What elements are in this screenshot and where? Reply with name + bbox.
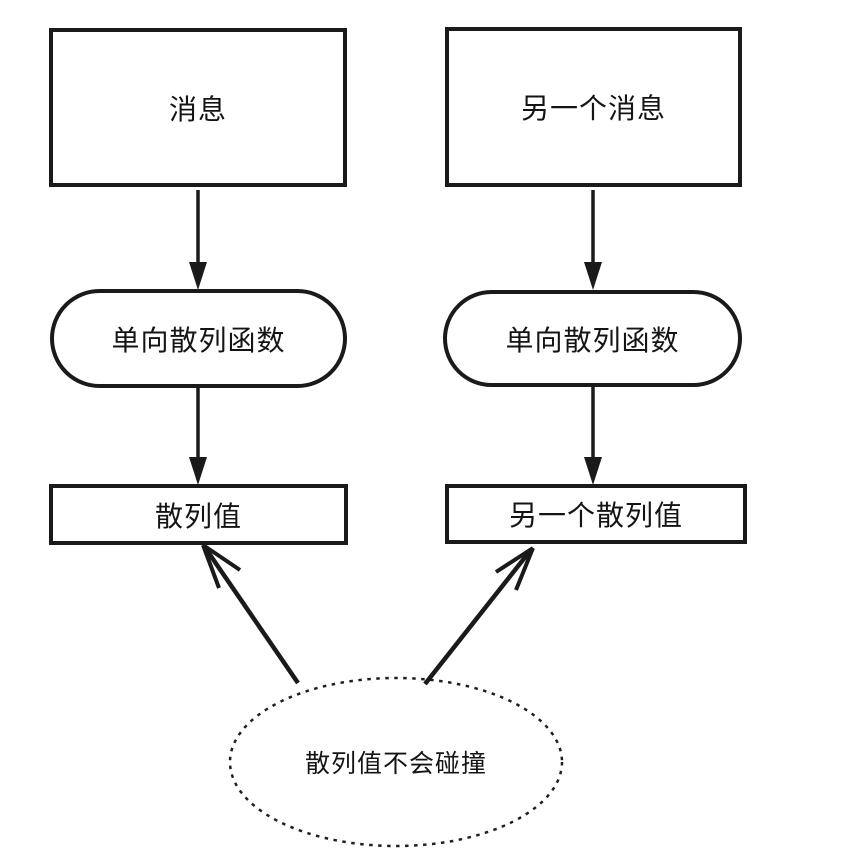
- arrow-message-to-hashfn-left: [189, 190, 207, 290]
- collision-note: 散列值不会碰撞: [229, 677, 563, 847]
- node-message-right-label: 另一个消息: [520, 93, 666, 124]
- node-hash-value-left-label: 散列值: [154, 500, 242, 532]
- node-hash-function-left-label: 单向散列函数: [111, 324, 286, 356]
- arrow-collision-to-hashvalue-left: [201, 543, 300, 685]
- arrow-message-to-hashfn-right: [584, 190, 602, 290]
- node-hash-value-right: 另一个散列值: [445, 484, 747, 544]
- node-message-left: 消息: [49, 28, 347, 187]
- arrow-hashfn-to-hashvalue-right: [584, 387, 602, 485]
- node-hash-function-right: 单向散列函数: [443, 290, 742, 387]
- arrow-collision-to-hashvalue-right: [423, 546, 535, 686]
- node-message-left-label: 消息: [168, 93, 227, 125]
- node-hash-value-right-label: 另一个散列值: [508, 500, 683, 531]
- node-hash-value-left: 散列值: [49, 484, 348, 545]
- arrow-hashfn-to-hashvalue-left: [189, 388, 207, 485]
- collision-note-label: 散列值不会碰撞: [304, 750, 487, 778]
- node-hash-function-left: 单向散列函数: [50, 289, 347, 388]
- node-hash-function-right-label: 单向散列函数: [505, 324, 680, 356]
- node-message-right: 另一个消息: [445, 27, 742, 187]
